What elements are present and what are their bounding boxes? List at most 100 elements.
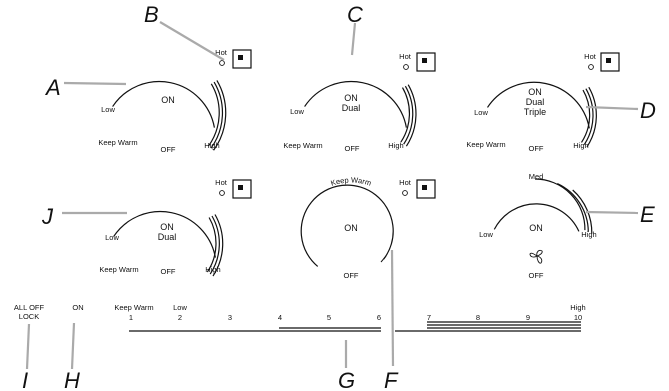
knob-e-on-label: ON (529, 223, 543, 233)
touch-bar-low-label: Low (173, 303, 187, 312)
knob-f-tick-mark (380, 255, 387, 263)
knob-d-hot-label: Hot (584, 52, 597, 61)
touch-bar-level-7[interactable]: 7 (427, 313, 431, 322)
knob-j[interactable]: ON Dual Low Keep Warm OFF High Hot (99, 178, 252, 277)
knob-f[interactable]: ON OFF Keep Warm Hot (300, 175, 436, 280)
touch-bar-high-label: High (570, 303, 585, 312)
knob-d-level-arc-2 (583, 88, 594, 145)
touch-bar-level-1[interactable]: 1 (129, 313, 133, 322)
callout-h: H (64, 368, 80, 391)
leader-b (159, 21, 225, 61)
knob-c-on-label: ON (344, 93, 358, 103)
knob-d-low-label: Low (474, 108, 488, 117)
knob-d-level-arc-1 (580, 89, 591, 143)
knob-d-on-label: ON (528, 87, 542, 97)
leader-c (350, 22, 357, 56)
knob-c[interactable]: ON Dual Low Keep Warm OFF High Hot (283, 52, 436, 153)
knob-d-off-label: OFF (529, 144, 544, 153)
knob-j-high-label: High (205, 265, 220, 274)
knob-j-low-label: Low (105, 233, 119, 242)
callout-b: B (144, 2, 159, 27)
callout-j: J (41, 204, 54, 229)
knob-a-high-label: High (204, 141, 219, 150)
leader-f (390, 249, 395, 367)
callout-d: D (640, 98, 656, 123)
knob-c-keep-warm-label: Keep Warm (283, 141, 322, 150)
leader-d (585, 105, 639, 111)
knob-a-level-arc-1 (207, 83, 220, 147)
fan-blade-1 (536, 249, 543, 257)
knob-j-level-arc-1 (206, 217, 217, 273)
touch-bar-level-2[interactable]: 2 (178, 313, 182, 322)
knob-d-keep-warm-label: Keep Warm (466, 140, 505, 149)
touch-bar-level-8[interactable]: 8 (476, 313, 480, 322)
knob-e-dial-arc (493, 203, 580, 232)
knob-e-level-arc-2 (557, 183, 589, 232)
knob-f-keep-warm-label: Keep Warm (330, 175, 373, 187)
knob-c-dual-label: Dual (342, 103, 361, 113)
leader-e (585, 210, 639, 215)
knob-f-keep-warm-path: Keep Warm (330, 175, 373, 187)
knob-f-hot-surface-square (422, 185, 427, 190)
knob-j-keep-warm-label: Keep Warm (99, 265, 138, 274)
knob-d[interactable]: ON Dual Triple Low Keep Warm OFF High Ho… (466, 52, 620, 153)
knob-j-level-arc-2 (209, 215, 220, 275)
leader-i (25, 323, 31, 370)
knob-d-dual-label: Dual (526, 97, 545, 107)
leader-a (63, 81, 127, 86)
knob-c-level-arc-1 (400, 87, 411, 143)
knob-a-level-arc-3 (213, 80, 227, 151)
knob-j-dual-label: Dual (158, 232, 177, 242)
touch-bar-level-10[interactable]: 10 (574, 313, 582, 322)
knob-f-hot-indicator-icon (402, 190, 408, 196)
touch-bar-level-5[interactable]: 5 (327, 313, 331, 322)
knob-d-high-label: High (573, 141, 588, 150)
knob-f-hot-label: Hot (399, 178, 412, 187)
touch-bar-level-3[interactable]: 3 (228, 313, 232, 322)
knob-e-med-label: Med (529, 172, 544, 181)
knob-d-level-arc-3 (586, 86, 597, 148)
knob-d-hot-surface-square (606, 58, 611, 63)
callout-g: G (338, 368, 355, 391)
callout-a: A (44, 75, 61, 100)
touch-bar-keep-warm-label: Keep Warm (114, 303, 153, 312)
knob-c-hot-label: Hot (399, 52, 412, 61)
knob-a-level-arc-2 (210, 81, 224, 149)
knob-a[interactable]: ON Low Keep Warm OFF High Hot (98, 48, 252, 154)
knob-c-level-arc-2 (403, 85, 414, 145)
knob-c-level-arc-3 (405, 84, 417, 147)
knob-a-on-label: ON (161, 95, 175, 105)
knob-j-off-label: OFF (161, 267, 176, 276)
knob-c-dial-arc (304, 80, 407, 128)
touch-bar[interactable]: Keep Warm Low High 1 2 3 4 5 6 7 8 9 10 (114, 303, 586, 332)
touch-bar-level-9[interactable]: 9 (526, 313, 530, 322)
knob-d-triple-label: Triple (524, 107, 546, 117)
callout-f: F (384, 368, 399, 391)
touch-bar-level-6[interactable]: 6 (377, 313, 381, 322)
touch-bar-level-4[interactable]: 4 (278, 313, 282, 322)
knob-e[interactable]: ON Med Low High OFF (479, 172, 597, 280)
knob-e-off-label: OFF (529, 271, 544, 280)
leader-h (70, 322, 76, 370)
knob-j-on-label: ON (160, 222, 174, 232)
knob-c-hot-surface-square (422, 58, 427, 63)
knob-e-level-arc-1 (534, 178, 586, 231)
callout-c: C (347, 2, 363, 27)
callout-i: I (22, 368, 28, 391)
knob-e-high-label: High (581, 230, 596, 239)
knob-a-hot-indicator-icon (219, 60, 225, 66)
knob-j-dial-arc (113, 210, 216, 258)
knob-j-level-arc-3 (212, 214, 224, 277)
knob-j-hot-indicator-icon (219, 190, 225, 196)
knob-a-hot-surface-square (238, 55, 243, 60)
lock-button[interactable]: LOCK (19, 312, 39, 321)
on-button[interactable]: ON (72, 303, 83, 312)
knob-f-off-label: OFF (344, 271, 359, 280)
all-off-button[interactable]: ALL OFF (14, 303, 45, 312)
knob-a-low-label: Low (101, 105, 115, 114)
knob-a-dial-arc (112, 80, 215, 128)
knob-a-keep-warm-label: Keep Warm (98, 138, 137, 147)
callout-e: E (640, 202, 655, 227)
knob-f-dial-arc (300, 184, 394, 267)
